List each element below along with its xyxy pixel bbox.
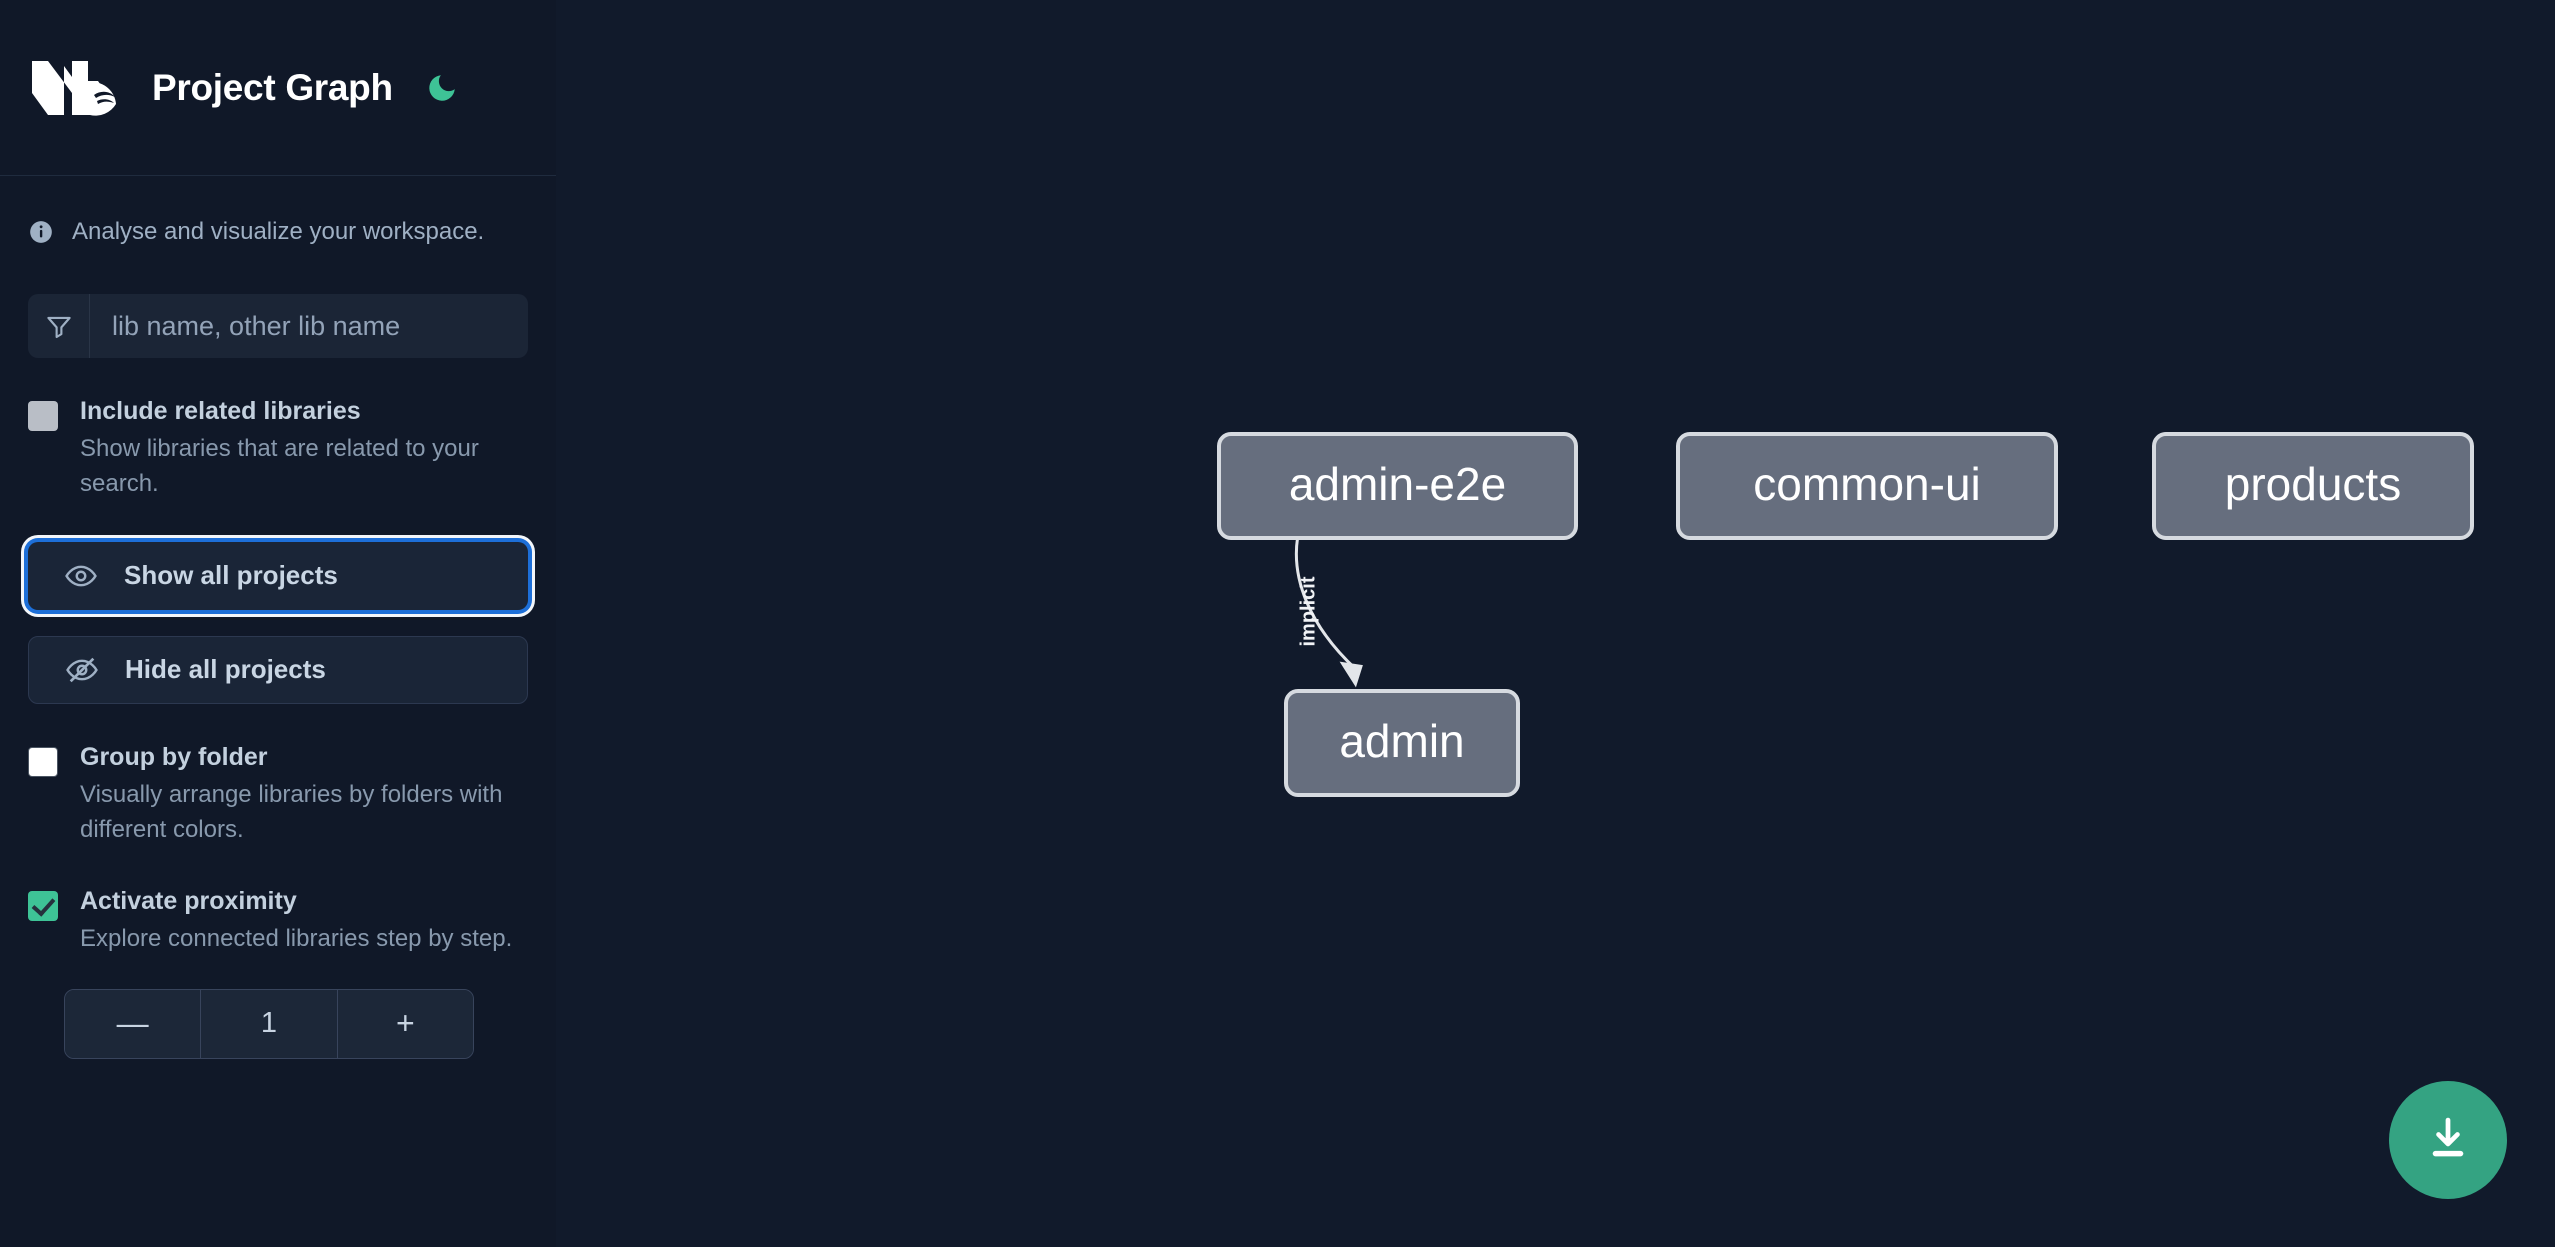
option-title: Include related libraries xyxy=(80,397,361,425)
page-title: Project Graph xyxy=(152,66,393,108)
proximity-increment-button[interactable]: + xyxy=(337,989,473,1058)
proximity-decrement-button[interactable]: — xyxy=(65,989,201,1058)
graph-node-label: admin xyxy=(1339,715,1464,767)
download-icon xyxy=(2421,1112,2475,1169)
filter-funnel-icon[interactable] xyxy=(28,294,90,358)
download-image-button[interactable] xyxy=(2389,1081,2507,1199)
show-all-projects-label: Show all projects xyxy=(124,560,338,591)
activate-proximity-checkbox[interactable] xyxy=(28,890,58,921)
option-description: Visually arrange libraries by folders wi… xyxy=(80,781,503,843)
graph-edge xyxy=(1294,537,1357,671)
option-include-related-libraries[interactable]: Include related libraries Show libraries… xyxy=(28,396,528,502)
graph-canvas[interactable]: implicitimplicitadmin-e2ecommon-uiproduc… xyxy=(556,0,2555,1247)
hide-all-projects-button[interactable]: Hide all projects xyxy=(28,635,528,704)
sidebar-body: Include related libraries Show libraries… xyxy=(0,294,556,1059)
search-bar xyxy=(28,294,528,358)
proximity-stepper: — 1 + xyxy=(64,988,474,1059)
option-activate-proximity[interactable]: Activate proximity Explore connected lib… xyxy=(28,886,528,957)
graph-node-box[interactable] xyxy=(1284,689,1520,797)
show-all-projects-button[interactable]: Show all projects xyxy=(28,541,528,610)
workspace-note: Analyse and visualize your workspace. xyxy=(0,176,556,246)
graph-node-box[interactable] xyxy=(1217,432,1578,540)
group-by-folder-checkbox[interactable] xyxy=(28,746,58,777)
option-title: Activate proximity xyxy=(80,886,297,915)
graph-node[interactable]: admin-e2e xyxy=(1217,432,1578,540)
info-icon xyxy=(28,219,54,245)
sidebar-header: Project Graph xyxy=(0,0,556,176)
search-input[interactable] xyxy=(90,294,528,358)
moon-icon[interactable] xyxy=(421,67,463,109)
hide-all-projects-label: Hide all projects xyxy=(125,654,326,685)
graph-node-label: products xyxy=(2225,458,2401,510)
proximity-value[interactable]: 1 xyxy=(200,989,338,1058)
graph-node-label: admin-e2e xyxy=(1289,458,1506,510)
option-title: Group by folder xyxy=(80,742,268,771)
option-description: Show libraries that are related to your … xyxy=(80,435,479,498)
graph-node[interactable]: products xyxy=(2152,432,2474,540)
graph-edge-arrowhead xyxy=(1339,661,1363,688)
projects-visibility-buttons: Show all projects Hide all projects xyxy=(28,541,528,704)
project-graph-svg: implicitimplicitadmin-e2ecommon-uiproduc… xyxy=(1217,432,2474,797)
nx-logo xyxy=(28,57,120,119)
graph-node[interactable]: common-ui xyxy=(1676,432,2058,540)
graph-node[interactable]: admin xyxy=(1284,689,1520,797)
sidebar: Project Graph Analyse and visualize your… xyxy=(0,0,556,1247)
graph-node-box[interactable] xyxy=(1676,432,2058,540)
workspace-note-text: Analyse and visualize your workspace. xyxy=(72,218,485,245)
option-description: Explore connected libraries step by step… xyxy=(80,924,513,952)
option-group-by-folder[interactable]: Group by folder Visually arrange librari… xyxy=(28,742,528,848)
eye-icon xyxy=(64,559,98,593)
include-related-libraries-checkbox[interactable] xyxy=(28,401,58,431)
graph-edge-label: implicit xyxy=(1298,576,1320,646)
eye-off-icon xyxy=(65,653,99,687)
graph-node-label: common-ui xyxy=(1753,458,1981,510)
graph-node-box[interactable] xyxy=(2152,432,2474,540)
